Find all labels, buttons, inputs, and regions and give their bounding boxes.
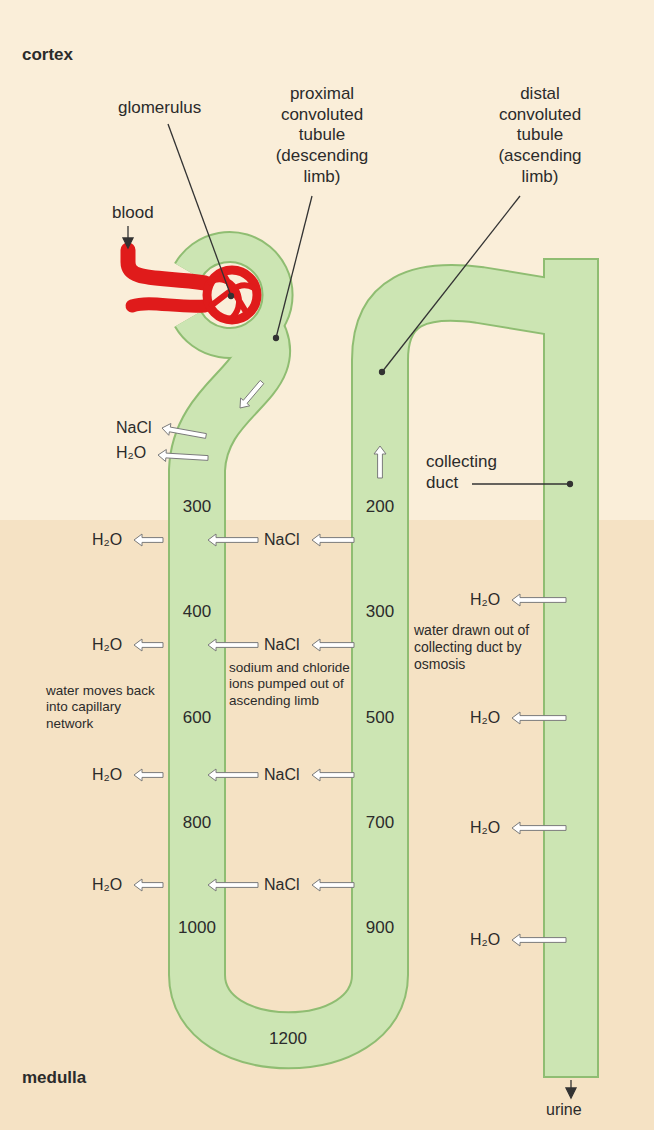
flow-arrow bbox=[134, 769, 163, 781]
label: 1200 bbox=[258, 1029, 318, 1050]
label: H₂O bbox=[92, 765, 122, 785]
urine-arrow-head bbox=[566, 1088, 576, 1098]
label: H₂O bbox=[92, 875, 122, 895]
label: urine bbox=[546, 1100, 582, 1120]
leader-dot bbox=[229, 294, 234, 299]
label: cortex bbox=[22, 45, 73, 66]
label: 500 bbox=[355, 708, 405, 729]
flow-arrow bbox=[208, 769, 258, 781]
flow-arrow bbox=[312, 639, 354, 651]
flow-arrow bbox=[158, 450, 208, 462]
flow-arrow bbox=[512, 934, 566, 946]
afferent-vessel bbox=[128, 250, 205, 283]
glomerulus-loops bbox=[210, 272, 254, 318]
label: water drawn out of collecting duct by os… bbox=[414, 622, 542, 673]
label: 700 bbox=[355, 813, 405, 834]
vessel-end bbox=[124, 240, 125, 256]
flow-arrow bbox=[312, 879, 354, 891]
label: 400 bbox=[172, 602, 222, 623]
blood-vessels bbox=[128, 250, 257, 320]
leader-line bbox=[382, 196, 520, 372]
loop-fill bbox=[197, 293, 571, 1040]
leader-line bbox=[472, 483, 570, 484]
label: distal convoluted tubule (ascending limb… bbox=[486, 84, 594, 188]
glomerulus-capillaries bbox=[207, 270, 257, 320]
label: sodium and chloride ions pumped out of a… bbox=[229, 660, 353, 709]
flow-arrow bbox=[374, 446, 386, 478]
flow-arrow bbox=[512, 712, 566, 724]
flow-arrow bbox=[240, 380, 264, 408]
blood-arrow-head bbox=[123, 238, 133, 248]
flow-arrow bbox=[312, 769, 354, 781]
flow-arrow bbox=[134, 879, 163, 891]
label: NaCl bbox=[264, 875, 300, 895]
leader-line bbox=[168, 124, 231, 296]
duct-fill bbox=[545, 260, 597, 1076]
label: H₂O bbox=[470, 818, 500, 838]
leader-dot bbox=[568, 482, 573, 487]
label: collecting duct bbox=[426, 452, 518, 493]
label: H₂O bbox=[92, 530, 122, 550]
duct-outline bbox=[543, 258, 599, 1078]
flow-arrow bbox=[162, 424, 206, 439]
flow-arrow bbox=[312, 534, 354, 546]
flow-arrow bbox=[512, 594, 566, 606]
label: 1000 bbox=[167, 918, 227, 939]
label: H₂O bbox=[470, 708, 500, 728]
label: 300 bbox=[355, 602, 405, 623]
tubule-fill bbox=[188, 247, 571, 1076]
leader-lines bbox=[123, 124, 576, 1098]
label: 600 bbox=[172, 708, 222, 729]
flow-arrow bbox=[208, 534, 258, 546]
label: 200 bbox=[355, 497, 405, 518]
flow-arrows bbox=[134, 380, 566, 946]
leader-dot bbox=[274, 336, 279, 341]
label: H₂O bbox=[92, 635, 122, 655]
flow-arrow bbox=[134, 534, 163, 546]
label: NaCl bbox=[264, 530, 300, 550]
flow-arrow bbox=[512, 822, 566, 834]
label: NaCl bbox=[264, 765, 300, 785]
flow-arrow bbox=[208, 879, 258, 891]
label: NaCl bbox=[264, 635, 300, 655]
leader-dot bbox=[380, 370, 385, 375]
tubule-outline bbox=[188, 247, 571, 1078]
label: H₂O bbox=[116, 443, 146, 463]
label: medulla bbox=[22, 1068, 86, 1089]
label: 800 bbox=[172, 813, 222, 834]
label: NaCl bbox=[116, 418, 152, 438]
label: water moves back into capillary network bbox=[46, 683, 164, 732]
label: H₂O bbox=[470, 590, 500, 610]
label: 900 bbox=[355, 918, 405, 939]
loop-outline bbox=[197, 293, 571, 1040]
label: 300 bbox=[172, 497, 222, 518]
flow-arrow bbox=[208, 639, 258, 651]
label: H₂O bbox=[470, 930, 500, 950]
flow-arrow bbox=[134, 639, 163, 651]
label: blood bbox=[112, 203, 154, 224]
leader-line bbox=[276, 196, 312, 338]
efferent-vessel bbox=[132, 304, 205, 307]
label: glomerulus bbox=[118, 98, 201, 119]
label: proximal convoluted tubule (descending l… bbox=[262, 84, 382, 188]
